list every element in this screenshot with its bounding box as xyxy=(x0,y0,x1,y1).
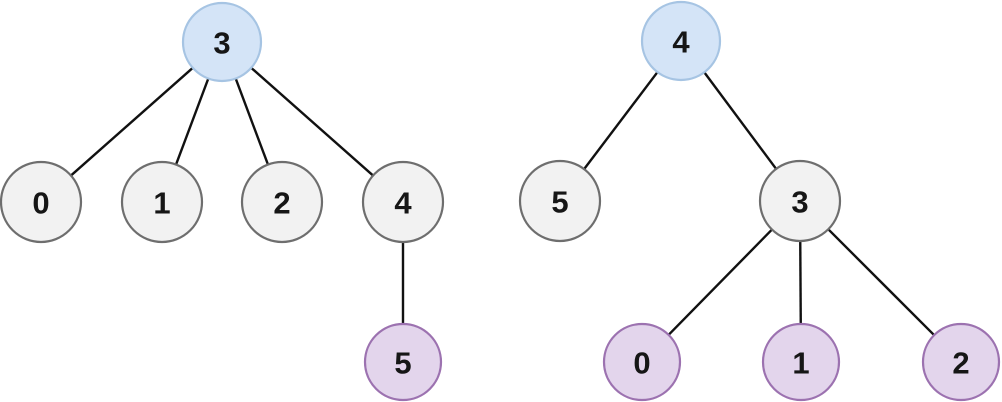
node-label-3: 3 xyxy=(791,185,808,220)
node-circle-0[interactable] xyxy=(0,160,83,244)
graph-node-right-tree-1[interactable]: 1 xyxy=(761,322,841,402)
graph-node-right-tree-3[interactable]: 3 xyxy=(758,159,842,243)
node-circle-5[interactable] xyxy=(363,322,443,402)
graph-edge-3-0 xyxy=(69,66,195,178)
node-label-1: 1 xyxy=(792,346,809,381)
node-label-1: 1 xyxy=(153,186,170,221)
graph-node-left-tree-3[interactable]: 3 xyxy=(181,1,263,83)
node-circle-0[interactable] xyxy=(602,322,682,402)
graph-edge-3-1 xyxy=(799,239,802,326)
graph-node-left-tree-1[interactable]: 1 xyxy=(120,160,204,244)
node-label-3: 3 xyxy=(213,26,230,61)
node-label-2: 2 xyxy=(273,186,290,221)
node-label-5: 5 xyxy=(394,346,411,381)
node-label-4: 4 xyxy=(672,25,690,60)
node-circle-2[interactable] xyxy=(240,160,324,244)
graph-node-right-tree-0[interactable]: 0 xyxy=(602,322,682,402)
graph-node-right-tree-5[interactable]: 5 xyxy=(518,159,602,243)
graph-edge-4-5 xyxy=(582,70,660,171)
node-circle-4[interactable] xyxy=(361,160,445,244)
node-circle-1[interactable] xyxy=(761,322,841,402)
node-label-0: 0 xyxy=(32,186,49,221)
graph-node-right-tree-2[interactable]: 2 xyxy=(921,322,1001,402)
graph-edge-3-2 xyxy=(826,227,936,337)
graph-edge-3-4 xyxy=(249,66,375,178)
node-circle-3[interactable] xyxy=(758,159,842,243)
edges-layer xyxy=(69,66,936,337)
graph-edge-3-0 xyxy=(667,227,774,337)
node-circle-5[interactable] xyxy=(518,159,602,243)
node-circle-2[interactable] xyxy=(921,322,1001,402)
node-label-0: 0 xyxy=(633,346,650,381)
graph-node-left-tree-0[interactable]: 0 xyxy=(0,160,83,244)
node-label-5: 5 xyxy=(551,185,568,220)
graph-node-right-tree-4[interactable]: 4 xyxy=(640,0,722,82)
node-label-2: 2 xyxy=(952,346,969,381)
graph-node-left-tree-5[interactable]: 5 xyxy=(363,322,443,402)
graph-node-left-tree-2[interactable]: 2 xyxy=(240,160,324,244)
node-circle-1[interactable] xyxy=(120,160,204,244)
node-circle-3[interactable] xyxy=(181,1,263,83)
graph-edge-4-3 xyxy=(702,70,778,171)
node-label-4: 4 xyxy=(394,186,412,221)
graph-edge-3-2 xyxy=(234,77,270,166)
graph-edge-3-1 xyxy=(174,77,210,166)
node-circle-4[interactable] xyxy=(640,0,722,82)
graph-node-left-tree-4[interactable]: 4 xyxy=(361,160,445,244)
